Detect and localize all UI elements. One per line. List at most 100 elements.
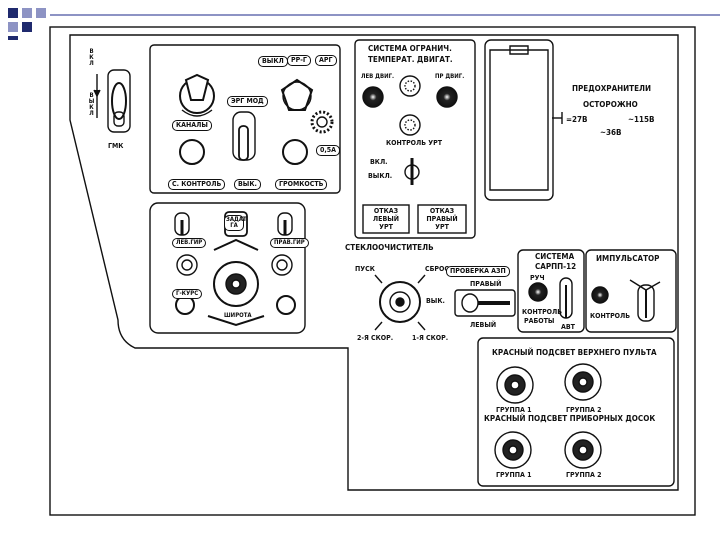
shirota-dial	[207, 238, 265, 327]
fuse-cover	[489, 45, 549, 191]
gmk-label: ГМК	[108, 142, 124, 150]
azp-check-switch	[454, 289, 516, 317]
nav-right-knob	[271, 254, 293, 276]
lev-gir-label: ЛЕВ.ГИР	[172, 238, 207, 248]
sarpp-title-1: СИСТЕМА	[535, 252, 575, 261]
otkaz-pravyi-label-3: УРТ	[435, 223, 449, 231]
rpg-label: РР-Г	[287, 55, 311, 66]
urt-vkl-label: ВКЛ.	[370, 158, 388, 166]
prav-gir-label: ПРАВ.ГИР	[270, 238, 309, 248]
rpg-arg-knob	[280, 78, 314, 111]
kontrol-urt-label: КОНТРОЛЬ УРТ	[386, 139, 443, 147]
s-kontrol-label: С. КОНТРОЛЬ	[168, 179, 226, 190]
impulsator-lever	[629, 279, 661, 322]
ostorozhno-label: ОСТОРОЖНО	[583, 100, 638, 109]
red-upper-label: КРАСНЫЙ ПОДСВЕТ ВЕРХНЕГО ПУЛЬТА	[492, 348, 657, 357]
rheostat-upper-2	[564, 363, 602, 401]
erg-mod-toggle	[232, 111, 256, 161]
gromkost-knob	[282, 139, 308, 165]
corner-decoration	[0, 0, 60, 40]
otkaz-levyi-label-2: ЛЕВЫЙ	[372, 215, 400, 223]
red-boards-label: КРАСНЫЙ ПОДСВЕТ ПРИБОРНЫХ ДОСОК	[484, 414, 656, 423]
impulsator-kontrol-label: КОНТРОЛЬ	[590, 312, 631, 320]
rheostat-lower-2	[564, 431, 602, 469]
pusk-label: ПУСК	[355, 265, 375, 273]
kontrol-raboty-label-2: РАБОТЫ	[524, 317, 555, 325]
lev-gir-toggle	[174, 212, 190, 236]
zadat-ga-label: ЗАДАТ ГА	[224, 215, 247, 231]
vyk2-label: ВЫК.	[426, 297, 445, 305]
fuse-panel	[484, 39, 554, 201]
kontrol-raboty-label-1: КОНТРОЛЬ	[522, 308, 563, 316]
radio-panel	[149, 44, 341, 194]
g-kurs-label: Г-КУРС	[172, 289, 203, 299]
skor1-label: 1-Я СКОР.	[412, 334, 449, 342]
otkaz-pravyi-label-2: ПРАВЫЙ	[426, 215, 458, 223]
rheostat-lower-1	[494, 431, 532, 469]
kanaly-label: КАНАЛЫ	[172, 120, 212, 131]
nav-extra-knob	[276, 295, 296, 315]
sys-ogr-title-1: СИСТЕМА ОГРАНИЧ.	[368, 44, 452, 53]
sbros-label: СБРОС	[425, 265, 450, 273]
urt-toggle	[404, 158, 420, 185]
erg-mod-label: ЭРГ МОД	[227, 96, 268, 107]
levyi-label: ЛЕВЫЙ	[470, 321, 497, 329]
temperature-panel	[354, 39, 476, 239]
gruppa2-lower-label: ГРУППА 2	[566, 471, 602, 479]
kanaly-knob	[179, 73, 215, 117]
sarpp-panel	[517, 249, 585, 333]
panel-outline	[69, 34, 679, 491]
stekloochistitel-label: СТЕКЛООЧИСТИТЕЛЬ	[345, 243, 434, 252]
avt-label: АВТ	[561, 323, 575, 331]
skor2-label: 2-Я СКОР.	[357, 334, 394, 342]
sys-ogr-title-2: ТЕМПЕРАТ. ДВИГАТ.	[368, 55, 453, 64]
wiper-selector	[374, 274, 426, 331]
impulsator-label: ИМПУЛЬСАТОР	[596, 254, 660, 263]
vykl-label: ВЫКЛ	[258, 56, 288, 67]
v05-label: 0,5А	[316, 145, 341, 156]
otkaz-levyi-label-1: ОТКАЗ	[373, 207, 399, 215]
temp-dial-top	[399, 75, 421, 97]
gmk-vkl-label: ВКЛ	[88, 48, 95, 66]
gruppa2-upper-label: ГРУППА 2	[566, 406, 602, 414]
navigation-panel	[149, 202, 306, 334]
v115-label: ~115В	[628, 115, 655, 124]
otkaz-levyi-label-3: УРТ	[379, 223, 393, 231]
sarpp-toggle	[559, 277, 573, 319]
gear-knob	[310, 110, 334, 134]
lev-dvig-lamp	[362, 86, 384, 108]
shirota-label: ШИРОТА	[224, 312, 252, 319]
v27-label: =27В	[566, 115, 588, 124]
sarpp-title-2: САРПП-12	[535, 262, 577, 271]
title-rule	[50, 14, 720, 16]
vyk-label: ВЫК.	[234, 179, 261, 190]
prav-gir-toggle	[277, 212, 293, 236]
ruch-label: РУЧ	[530, 274, 545, 282]
lev-dvig-label: ЛЕВ ДВИГ.	[361, 73, 395, 80]
impulsator-lamp	[591, 286, 609, 304]
arg-label: АРГ	[315, 55, 337, 66]
impulsator-panel	[585, 249, 677, 333]
pr-dvig-lamp	[436, 86, 458, 108]
otkaz-pravyi-box	[417, 204, 467, 234]
rheostat-upper-1	[496, 366, 534, 404]
sarpp-lamp	[528, 282, 548, 302]
red-lighting-panel	[477, 337, 675, 487]
urt-vykl-label: ВЫКЛ.	[368, 172, 393, 180]
pravyi-label: ПРАВЫЙ	[470, 280, 502, 288]
s-kontrol-knob	[179, 139, 205, 165]
v36-label: ~36В	[600, 128, 622, 137]
otkaz-pravyi-label-1: ОТКАЗ	[429, 207, 455, 215]
gruppa1-lower-label: ГРУППА 1	[496, 471, 532, 479]
gmk-switch	[93, 69, 131, 133]
outer-frame	[49, 26, 696, 516]
nav-left-knob	[176, 254, 198, 276]
gmk-vykl-label: ВЫКЛ	[88, 92, 95, 116]
proverka-azp-label: ПРОВЕРКА АЗП	[446, 266, 510, 277]
gruppa1-upper-label: ГРУППА 1	[496, 406, 532, 414]
kontrol-urt-dial	[399, 114, 421, 136]
gromkost-label: ГРОМКОСТЬ	[275, 179, 328, 190]
predohraniteli-label: ПРЕДОХРАНИТЕЛИ	[572, 84, 652, 93]
otkaz-levyi-box	[362, 204, 410, 234]
